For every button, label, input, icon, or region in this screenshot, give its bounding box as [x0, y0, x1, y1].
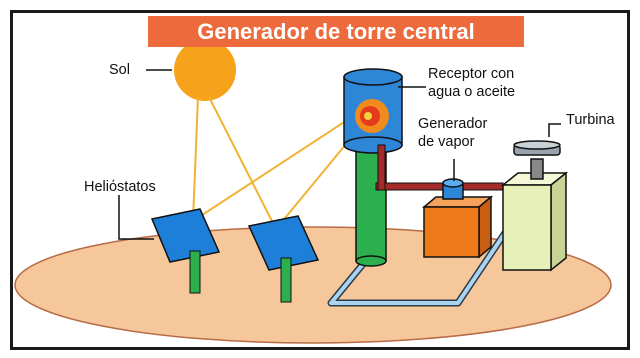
heliostat-left: [150, 208, 221, 294]
receptor-icon: [355, 99, 389, 133]
label-generator-line2: de vapor: [418, 134, 475, 150]
heliostat-right: [247, 215, 320, 303]
steam-generator: [421, 178, 494, 259]
ray-arrowheads: [188, 110, 366, 231]
label-generator-line1: Generador: [418, 116, 488, 132]
diagram-title: Generador de torre central: [148, 16, 524, 47]
light-rays: [192, 96, 366, 230]
central-tower: [343, 68, 403, 267]
turbine: [500, 140, 569, 272]
heliostats-pointer-line: [118, 195, 154, 240]
label-heliostats: Heliόstatos: [84, 179, 156, 195]
steam-pipe: [375, 144, 504, 191]
label-receiver-line1: Receptor con: [428, 66, 515, 82]
label-turbine: Turbina: [566, 112, 615, 128]
diagram-frame: Generador de torre central Sol Heliόstat…: [10, 10, 630, 350]
label-receiver-line2: agua o aceite: [428, 84, 516, 100]
label-sun: Sol: [109, 62, 130, 78]
sun-icon: [174, 39, 236, 101]
turbine-pointer-line: [548, 123, 561, 137]
diagram-canvas: [14, 39, 612, 344]
